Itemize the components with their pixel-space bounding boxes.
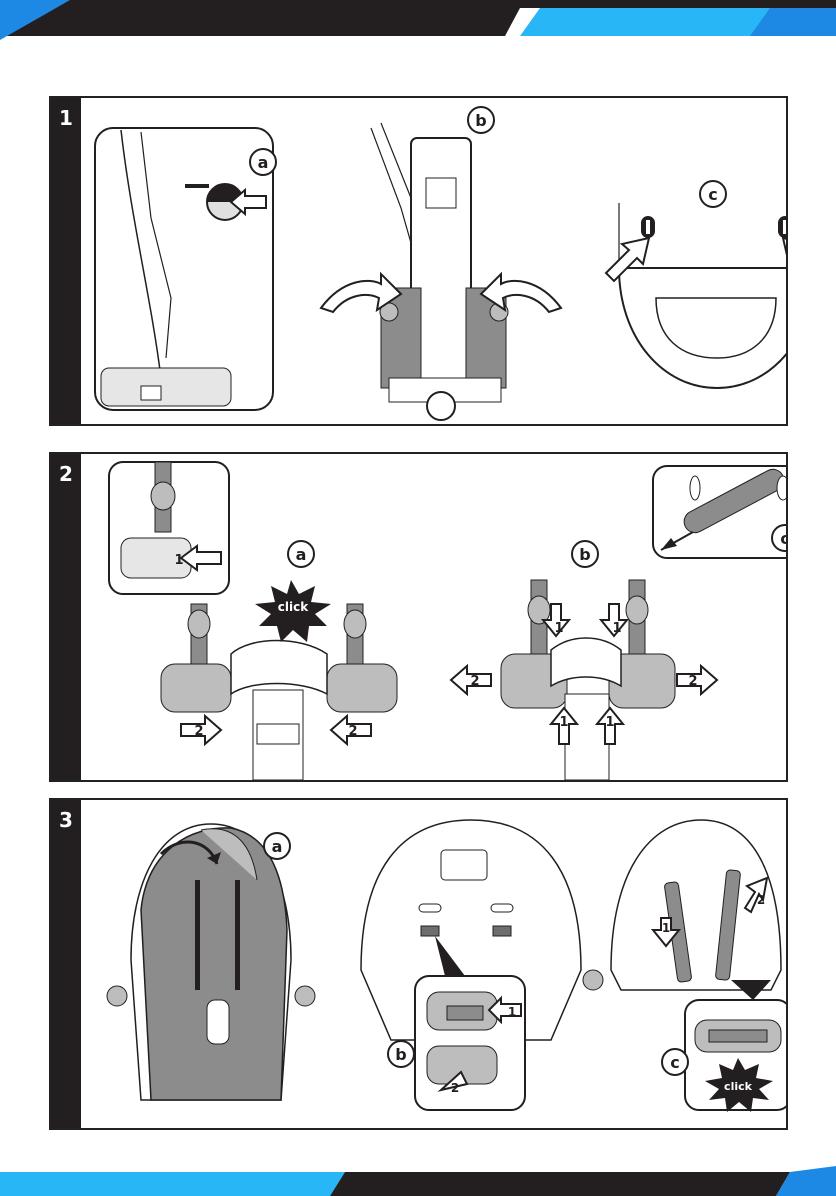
arrow-number: 2 [194,724,203,739]
arrow-number: 2 [470,674,479,689]
tray-illustration-1c [606,203,786,388]
detail-box-2c [653,465,786,558]
step-1-panel: 1 a [49,96,788,426]
arrow-number: 1 [662,921,670,935]
arrow-number: 1 [508,1005,516,1019]
step-1-illustration: a b [81,98,786,424]
detail-box-buckle: 1 [109,462,229,594]
step-number: 2 [51,462,81,486]
click-label: click [724,1080,753,1093]
callout-1b: b [468,107,494,133]
step-number-stripe [51,800,81,1128]
arrow-number: 1 [554,621,563,636]
arrow-number: 1 [605,715,614,730]
arrow-number: 2 [348,724,357,739]
click-label: click [278,600,309,614]
callout-1a: a [250,149,276,175]
detail-box-3c: click [685,1000,786,1112]
highchair-illustration-1b [321,123,561,420]
seat-cover-illustration-3a [107,824,315,1100]
arrow-number: 2 [757,893,765,907]
detail-box-1a [95,128,273,410]
callout-3c: c [662,1049,688,1075]
step-number-stripe [51,454,81,780]
callout-3b: b [388,1041,414,1067]
arrow-number: 1 [559,715,568,730]
arrow-number: 2 [688,674,697,689]
callout-label: c [780,529,786,548]
callout-label: b [395,1045,406,1064]
header-decoration [0,0,836,40]
seat-belt-illustration-3c: 1 2 [583,820,786,1000]
step-number: 1 [51,106,81,130]
buckle-illustration-2b: 1 1 1 1 2 2 [451,580,717,780]
step-number-stripe [51,98,81,424]
footer-decoration [0,1166,836,1196]
callout-label: c [670,1053,679,1072]
callout-label: b [475,111,486,130]
callout-label: c [708,185,717,204]
callout-label: a [272,837,283,856]
step-2-panel: 2 1 2 2 click [49,452,788,782]
callout-label: a [296,545,307,564]
step-2-illustration: 1 2 2 click a [81,454,786,780]
step-3-illustration: a 1 2 b [81,800,786,1128]
callout-label: b [579,545,590,564]
step-number: 3 [51,808,81,832]
callout-2b: b [572,541,598,567]
callout-label: a [258,153,269,172]
step-3-panel: 3 a [49,798,788,1130]
detail-box-3b: 1 2 [415,976,525,1110]
callout-1c: c [700,181,726,207]
callout-3a: a [264,833,290,859]
callout-2a: a [288,541,314,567]
arrow-number: 1 [612,621,621,636]
arrow-number: 2 [451,1081,459,1095]
click-burst-2a: click [255,580,331,642]
arrow-number: 1 [174,553,183,568]
